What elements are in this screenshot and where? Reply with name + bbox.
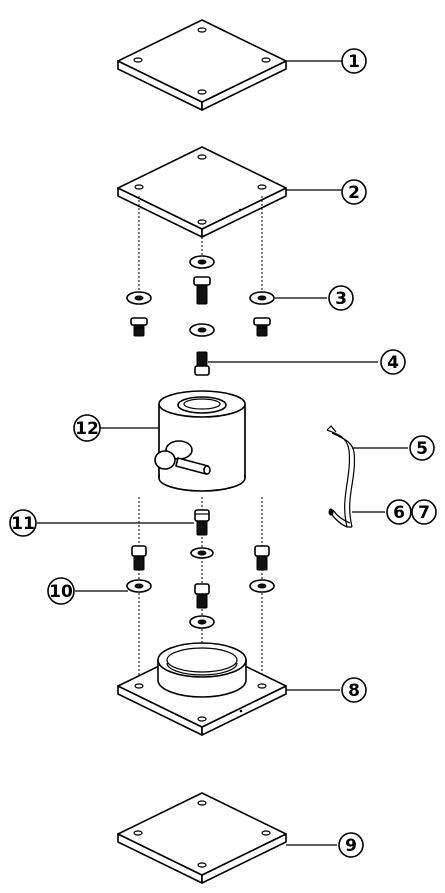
bottom-plate (117, 792, 287, 884)
svg-text:1: 1 (348, 52, 360, 72)
socket-head-screw (194, 583, 210, 609)
hex-bolt (194, 351, 210, 376)
callout-3: 3 (328, 285, 354, 311)
washer (189, 255, 215, 269)
callout-2: 2 (341, 179, 367, 205)
callout-12: 12 (73, 414, 101, 442)
washer (189, 323, 215, 337)
callout-6: 6 (386, 499, 412, 525)
locating-ring (157, 642, 247, 698)
washer (189, 615, 215, 629)
callout-8: 8 (341, 677, 367, 703)
washer (249, 579, 275, 593)
svg-text:4: 4 (387, 353, 399, 373)
grounding-strap (326, 425, 356, 528)
socket-head-screw (131, 545, 147, 571)
upper-mounting-plate (117, 146, 287, 238)
base-plate (117, 642, 287, 736)
load-cell (154, 390, 246, 492)
hex-bolt (253, 317, 271, 337)
svg-text:2: 2 (348, 183, 360, 203)
washer (190, 547, 214, 559)
cable-connector (154, 440, 211, 475)
washer (126, 291, 152, 305)
callout-4: 4 (380, 349, 406, 375)
callout-11: 11 (9, 509, 37, 537)
socket-head-screw (194, 509, 210, 536)
callout-10: 10 (47, 577, 75, 605)
svg-text:3: 3 (335, 289, 347, 309)
svg-text:7: 7 (418, 503, 430, 523)
hex-bolt (193, 276, 211, 305)
washer (249, 291, 275, 305)
svg-text:10: 10 (49, 582, 73, 602)
callout-7: 7 (411, 499, 437, 525)
washer (126, 579, 152, 593)
callout-9: 9 (338, 832, 364, 858)
top-plate (117, 19, 287, 111)
svg-text:5: 5 (416, 439, 428, 459)
hex-bolt (130, 317, 148, 337)
svg-text:9: 9 (345, 836, 357, 856)
callout-5: 5 (409, 435, 435, 461)
svg-text:6: 6 (393, 503, 405, 523)
svg-text:8: 8 (348, 681, 360, 701)
svg-text:11: 11 (11, 514, 35, 534)
leader-lines (37, 60, 408, 846)
socket-head-screw (254, 545, 270, 571)
svg-text:12: 12 (75, 419, 99, 439)
callout-1: 1 (341, 48, 367, 74)
